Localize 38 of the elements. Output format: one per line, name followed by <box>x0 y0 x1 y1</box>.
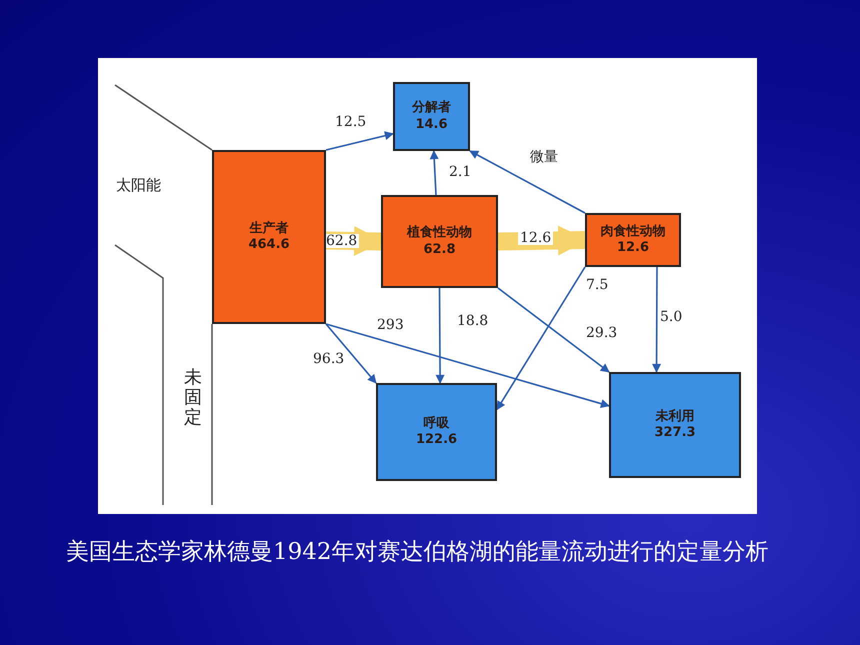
process-box <box>376 383 497 481</box>
arrow <box>325 323 377 384</box>
node-title: 呼吸 <box>424 416 450 432</box>
arrow <box>469 150 586 214</box>
node-value: 12.6 <box>616 240 650 256</box>
process-box <box>609 372 741 478</box>
edge-label: 293 <box>375 318 406 332</box>
vertical-label: 未固定 <box>184 368 202 428</box>
node-title: 肉食性动物 <box>600 224 666 240</box>
caption: 美国生态学家林德曼1942年对赛达伯格湖的能量流动进行的定量分析 <box>66 538 770 567</box>
arrow <box>652 267 662 373</box>
node-title: 植食性动物 <box>407 225 472 242</box>
arrow <box>436 288 445 384</box>
process-box <box>393 82 470 151</box>
region-label: 太阳能 <box>116 175 161 196</box>
arrow <box>498 287 610 373</box>
node-title: 未利用 <box>656 408 694 425</box>
node-title: 生产者 <box>250 220 288 237</box>
arrow <box>496 266 586 410</box>
node-value: 327.3 <box>654 425 696 442</box>
edge-label: 12.6 <box>518 231 554 245</box>
edge-label: 5.0 <box>658 310 684 324</box>
arrow <box>326 131 394 151</box>
arrow <box>326 323 610 408</box>
edge-label: 7.5 <box>584 278 610 292</box>
edge-label: 96.3 <box>311 352 346 366</box>
node-value: 122.6 <box>416 432 458 448</box>
arrow <box>430 150 439 196</box>
node-value: 464.6 <box>248 237 290 254</box>
node-title: 分解者 <box>412 100 451 116</box>
node-value: 14.6 <box>415 116 448 133</box>
edge-label: 微量 <box>528 150 560 164</box>
edge-label: 62.8 <box>324 234 360 248</box>
node-value: 62.8 <box>423 242 456 258</box>
edge-label: 29.3 <box>584 326 620 340</box>
process-box <box>212 150 326 324</box>
process-box <box>381 195 498 288</box>
process-box <box>585 213 681 267</box>
